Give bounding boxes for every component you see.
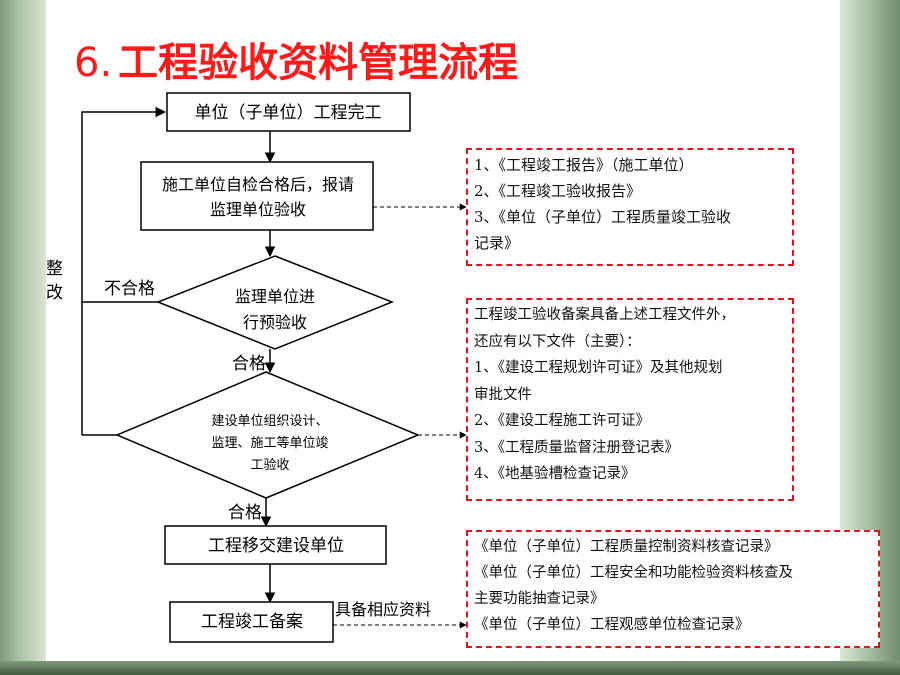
note3-line2: 《单位（子单位）工程安全和功能检验资料核查及 (474, 565, 793, 581)
decision1-line2: 行预验收 (243, 313, 307, 332)
label-rework-2: 改 (46, 283, 63, 303)
decision1-diamond (155, 255, 395, 350)
note3-line1: 《单位（子单位）工程质量控制资料核查记录》 (474, 539, 779, 555)
background-bottom-strip (0, 661, 900, 675)
note-box-2: 工程竣工验收备案具备上述工程文件外， 还应有以下文件（主要）： 1、《建设工程规… (466, 298, 794, 501)
label-pass1: 合格 (232, 354, 266, 374)
step2-line2: 监理单位验收 (210, 200, 306, 219)
decision2-line3: 工验收 (250, 457, 289, 473)
title-text: 工程验收资料管理流程 (118, 40, 519, 86)
decision2-line1: 建设单位组织设计、 (211, 414, 328, 429)
note-box-1: 1、《工程竣工报告》（施工单位） 2、《工程竣工验收报告》 3、《单位（子单位）… (466, 148, 794, 266)
note1-line2: 2、《工程竣工验收报告》 (474, 182, 642, 200)
step3-text: 工程移交建设单位 (208, 536, 344, 556)
step2-box (140, 161, 374, 231)
note-box-3: 《单位（子单位）工程质量控制资料核查记录》 《单位（子单位）工程安全和功能检验资… (466, 530, 880, 648)
decision1-line1: 监理单位进 (235, 287, 315, 306)
note2-line5: 2、《建设工程施工许可证》 (474, 413, 650, 429)
step3-box (164, 525, 387, 565)
note1-line1: 1、《工程竣工报告》（施工单位） (474, 156, 694, 174)
note3-line4: 《单位（子单位）工程观感单位检查记录》 (474, 617, 750, 633)
label-fail: 不合格 (104, 279, 155, 299)
note2-line7: 4、《地基验槽检查记录》 (474, 466, 636, 482)
label-pass2: 合格 (228, 503, 262, 523)
background-left-foliage (0, 0, 46, 675)
step4-box (169, 601, 334, 643)
note1-line4: 记录》 (474, 234, 520, 252)
note2-line1: 工程竣工验收备案具备上述工程文件外， (474, 307, 735, 323)
note1-line3: 3、《单位（子单位）工程质量竣工验收 (474, 208, 732, 226)
step2-line1: 施工单位自检合格后，报请 (162, 175, 354, 194)
page-title: 6.工程验收资料管理流程 (74, 30, 518, 88)
note2-line4: 审批文件 (474, 386, 532, 403)
title-number: 6. (74, 40, 113, 86)
note2-line2: 还应有以下文件（主要）： (474, 333, 641, 350)
note3-line3: 主要功能抽查记录》 (474, 591, 605, 607)
step4-text: 工程竣工备案 (201, 612, 303, 632)
label-submit: 具备相应资料 (335, 600, 431, 619)
rework-loop-line (81, 106, 167, 435)
note2-line3: 1、《建设工程规划许可证》及其他规划 (474, 360, 723, 376)
step1-box (166, 92, 411, 132)
note2-line6: 3、《工程质量监督注册登记表》 (474, 439, 679, 456)
decision2-line2: 监理、施工等单位竣 (211, 435, 328, 451)
label-rework-1: 整 (46, 259, 63, 279)
decision2-diamond (115, 371, 420, 499)
step1-text: 单位（子单位）工程完工 (195, 103, 382, 123)
